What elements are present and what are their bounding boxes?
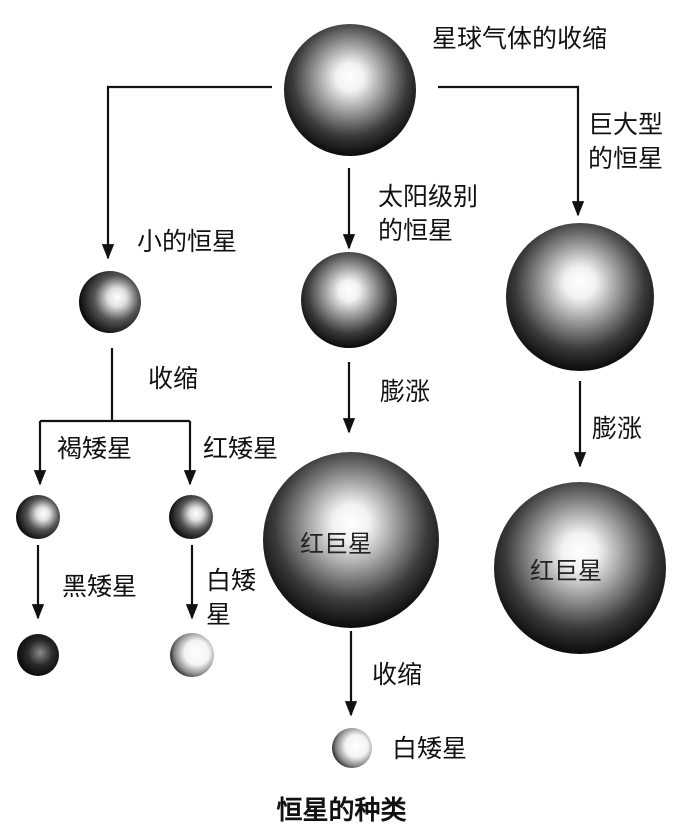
diagram-caption: 恒星的种类 bbox=[276, 796, 407, 826]
protostar-sphere bbox=[284, 24, 416, 156]
solar-star-sphere bbox=[301, 252, 397, 348]
label-expand-mid: 膨涨 bbox=[380, 377, 431, 406]
label-red-dwarf: 红矮星 bbox=[203, 434, 279, 463]
red-giant-right-sphere bbox=[494, 482, 666, 654]
connector-small-split bbox=[40, 348, 190, 423]
connector-to-giant-star bbox=[438, 85, 585, 217]
red-dwarf-sphere bbox=[169, 495, 213, 539]
red-giant-mid-sphere bbox=[263, 452, 439, 628]
black-dwarf-sphere bbox=[17, 634, 59, 676]
label-shrink-left: 收缩 bbox=[148, 364, 199, 393]
label-shrink-mid: 收缩 bbox=[372, 660, 423, 689]
label-small-branch: 小的恒星 bbox=[137, 227, 238, 256]
label-white-dwarf-left: 白矮星 bbox=[206, 566, 257, 629]
label-red-giant-right: 红巨星 bbox=[530, 557, 602, 585]
white-dwarf-left-sphere bbox=[170, 633, 214, 677]
giant-star-sphere bbox=[506, 223, 654, 371]
white-dwarf-bottom-sphere bbox=[332, 728, 372, 768]
label-top: 星球气体的收缩 bbox=[432, 24, 608, 53]
brown-dwarf-sphere bbox=[16, 495, 60, 539]
label-solar-branch: 太阳级别的恒星 bbox=[378, 182, 479, 245]
label-white-dwarf-bottom: 白矮星 bbox=[392, 734, 468, 763]
small-star-sphere bbox=[79, 271, 141, 333]
connector-to-small-star bbox=[101, 85, 272, 260]
label-expand-right: 膨涨 bbox=[592, 414, 643, 443]
label-red-giant-mid: 红巨星 bbox=[300, 530, 372, 558]
label-giant-branch: 巨大型的恒星 bbox=[588, 110, 664, 173]
label-brown-dwarf: 褐矮星 bbox=[57, 434, 133, 463]
label-black-dwarf: 黑矮星 bbox=[62, 572, 138, 601]
